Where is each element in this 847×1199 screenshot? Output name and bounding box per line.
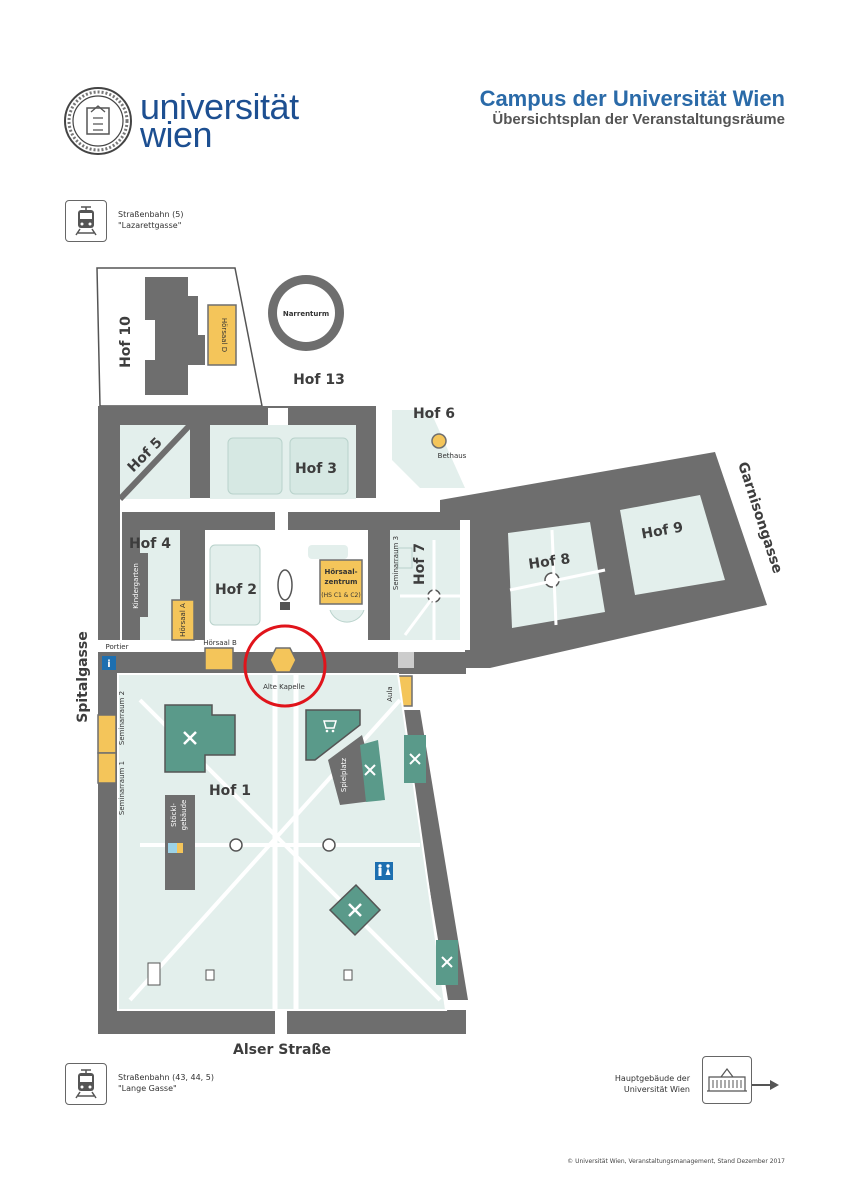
main-building-line2: Universität Wien [623,1085,690,1094]
restaurant-icon [441,956,453,968]
label-hof9: Hof 9 [640,520,684,543]
tram-top-text: Straßenbahn (5) "Lazarettgasse" [118,209,183,231]
label-hof13: Hof 13 [293,372,345,388]
label-seminarraum-1: Seminarraum 1 [118,761,126,815]
label-seminarraum-3: Seminarraum 3 [392,536,400,590]
info-icon: i [102,656,116,670]
logo-line2: wien [140,114,213,155]
tram-top-line1: Straßenbahn (5) [118,210,184,219]
restaurant-icon [409,753,421,765]
label-alte-kapelle: Alte Kapelle [263,683,305,691]
label-aula: Aula [386,686,394,701]
label-portier: Portier [105,643,128,651]
label-hof8: Hof 8 [528,551,572,573]
shop-icon [323,720,337,733]
label-narrenturm: Narrenturm [283,310,329,318]
restaurant-icon [183,731,197,745]
label-kindergarten: Kindergarten [132,563,140,609]
main-building-icon [702,1056,752,1104]
restaurant-icon [348,903,362,917]
tram-icon [75,1069,97,1099]
label-hoersaalzentrum-2: zentrum [325,578,358,586]
restaurant-icon [364,764,376,776]
page-subtitle: Übersichtsplan der Veranstaltungsräume [492,111,785,128]
label-hoersaal-b: Hörsaal B [203,639,237,647]
tram-stop-top [65,200,107,242]
hoersaal-b [204,647,234,671]
highlight-circle [243,624,327,708]
label-hof2: Hof 2 [215,582,257,598]
label-hof7: Hof 7 [412,543,428,585]
label-stoeckl-1: Stöckl- [170,803,178,827]
label-spielplatz: Spielplatz [340,758,348,793]
label-alser-strasse: Alser Straße [233,1042,331,1058]
tram-bottom-line2: "Lange Gasse" [118,1084,177,1093]
seminarraum-2 [97,714,117,754]
university-seal-icon [63,86,133,156]
alte-kapelle [269,647,297,673]
hoersaalzentrum [319,559,363,605]
label-seminarraum-2: Seminarraum 2 [118,691,126,745]
tram-bottom-text: Straßenbahn (43, 44, 5) "Lange Gasse" [118,1072,214,1094]
svg-text:i: i [107,659,110,670]
restroom-icon [375,862,393,880]
hoersaal-a [171,599,195,641]
label-spitalgasse: Spitalgasse [75,631,91,722]
main-building-line1: Hauptgebäude der [614,1074,690,1083]
label-hoersaalzentrum-3: (HS C1 & C2) [321,592,360,599]
narrenturm [268,275,344,351]
label-hof4: Hof 4 [129,536,171,552]
label-hoersaal-a: Hörsaal A [179,603,187,637]
arrow-right-icon [752,1076,780,1095]
label-hoersaal-d: Hörsaal D [220,318,228,352]
label-hof10: Hof 10 [118,316,134,368]
label-bethaus: Bethaus [438,452,467,460]
logo-text: universität wien [140,86,299,155]
label-hoersaalzentrum-1: Hörsaal- [324,568,357,576]
label-stoeckl-2: gebäude [180,800,188,831]
bethaus [431,433,447,449]
tram-icon [75,206,97,236]
label-hof1: Hof 1 [209,783,251,799]
logo-line1: universität [140,86,299,127]
hoersaal-d [207,304,237,366]
label-hof3: Hof 3 [295,461,337,477]
label-hof6: Hof 6 [413,406,455,422]
page-title: Campus der Universität Wien [479,86,785,111]
seminarraum-1 [97,752,117,784]
tram-bottom-line1: Straßenbahn (43, 44, 5) [118,1073,214,1082]
copyright: © Universität Wien, Veranstaltungsmanage… [567,1158,785,1165]
main-building-text: Hauptgebäude der Universität Wien [615,1073,690,1095]
tram-stop-bottom [65,1063,107,1105]
tram-top-line2: "Lazarettgasse" [118,221,182,230]
